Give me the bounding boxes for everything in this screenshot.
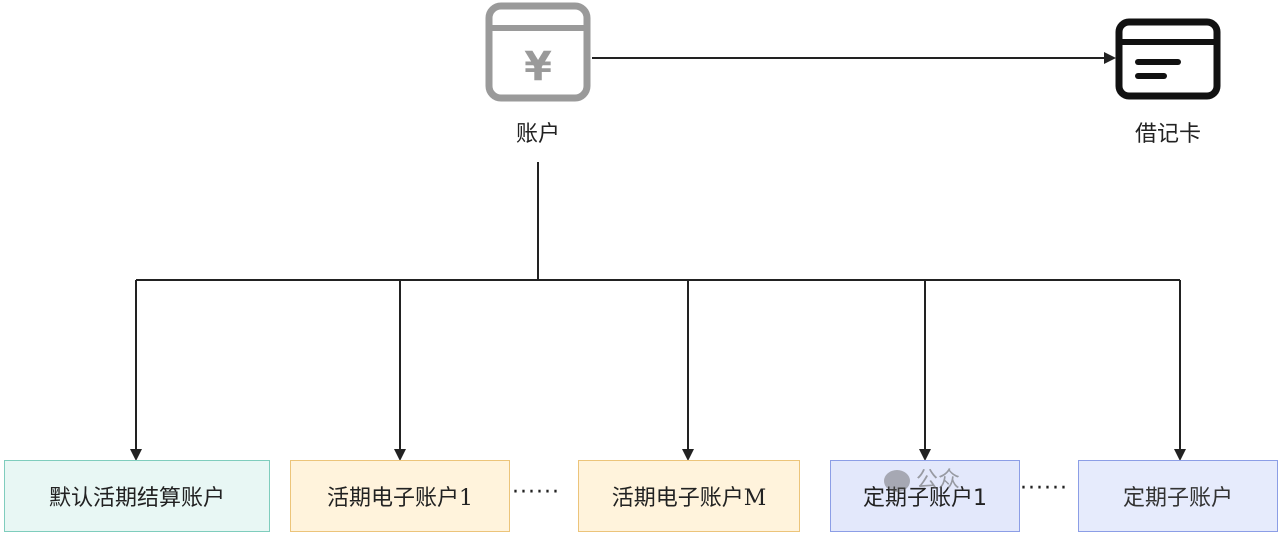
child-account-4: 定期子账户1	[830, 460, 1020, 532]
account-label: 账户	[515, 122, 560, 147]
debit-card-label: 借记卡	[1134, 122, 1201, 147]
yuan-wallet-icon: ¥	[485, 2, 591, 102]
child-account-label: 定期子账户1	[863, 486, 987, 511]
child-account-1: 默认活期结算账户	[4, 460, 270, 532]
child-account-5: 定期子账户	[1078, 460, 1278, 532]
child-account-label: 活期电子账户1	[327, 486, 473, 511]
child-account-label: 活期电子账户M	[611, 486, 767, 511]
child-account-2: 活期电子账户1	[290, 460, 510, 532]
wechat-icon	[884, 470, 910, 492]
card-icon	[1115, 18, 1221, 100]
ellipsis-1: ······	[512, 480, 560, 505]
watermark: 公众	[884, 462, 960, 494]
child-account-3: 活期电子账户M	[578, 460, 800, 532]
child-account-label: 默认活期结算账户	[48, 486, 225, 511]
svg-text:¥: ¥	[524, 44, 552, 90]
ellipsis-2: ······	[1020, 476, 1068, 501]
watermark-text: 公众	[916, 468, 961, 493]
child-account-label: 定期子账户	[1122, 486, 1233, 511]
